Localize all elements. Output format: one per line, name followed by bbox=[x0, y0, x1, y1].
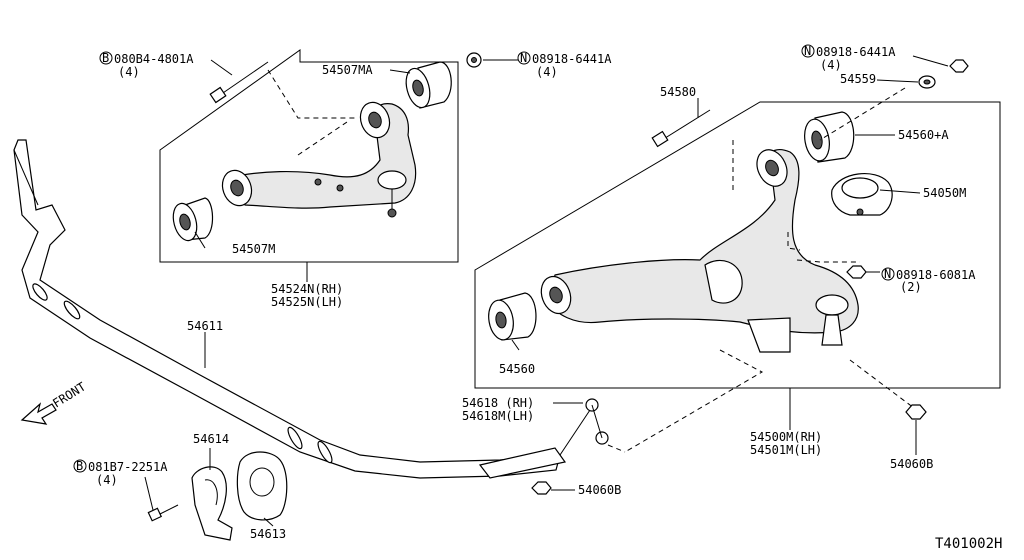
bolt-lower-icon bbox=[651, 109, 711, 148]
nut-upper-code: 08918-6441A bbox=[532, 52, 612, 66]
bushing-lower-front-label: 54560 bbox=[499, 362, 535, 376]
nut-lower-top-code: 08918-6441A bbox=[816, 45, 896, 59]
leader-lines bbox=[144, 55, 949, 527]
bolt-clamp-icon bbox=[147, 504, 179, 522]
stab-bushing-label: 54613 bbox=[250, 527, 286, 541]
stabilizer-link-icon bbox=[559, 398, 626, 456]
stab-bushing-icon bbox=[236, 451, 288, 521]
upper-arm-rh-label: 54524N(RH) bbox=[271, 282, 343, 296]
nut-upper-prefix: N bbox=[520, 51, 527, 65]
upper-arm-assembly bbox=[159, 49, 459, 263]
washer-icon bbox=[918, 75, 936, 89]
front-label: FRONT bbox=[50, 380, 88, 411]
nut-stopper-code: 08918-6081A bbox=[896, 268, 976, 282]
nut-stopper-prefix: N bbox=[884, 267, 891, 281]
bushing-lower-rear-label: 54560+A bbox=[898, 128, 949, 142]
nut-lower-top-icon bbox=[949, 59, 969, 73]
bushing-upper-front-label: 54507MA bbox=[322, 63, 373, 77]
link-rh-label: 54618 (RH) bbox=[462, 396, 534, 410]
lower-arm-rh-label: 54500M(RH) bbox=[750, 430, 822, 444]
nut-link-label: 54060B bbox=[578, 483, 621, 497]
stabilizer-label: 54611 bbox=[187, 319, 223, 333]
nut-upper-icon bbox=[466, 52, 482, 68]
bolt-clamp-prefix: B bbox=[76, 459, 83, 473]
nut-balljoint-label: 54060B bbox=[890, 457, 933, 471]
upper-arm-lh-label: 54525N(LH) bbox=[271, 295, 343, 309]
bushing-upper-rear-label: 54507M bbox=[232, 242, 275, 256]
nut-lower-top-prefix: N bbox=[804, 44, 811, 58]
bolt-upper-icon bbox=[209, 61, 269, 104]
nut-lower-top-qty: (4) bbox=[820, 58, 842, 72]
bolt-upper-code: 080B4-4801A bbox=[114, 52, 194, 66]
nut-balljoint-icon bbox=[905, 404, 927, 420]
nut-link-icon bbox=[531, 481, 552, 495]
bolt-upper-prefix: B bbox=[102, 51, 109, 65]
bolt-upper-qty: (4) bbox=[118, 65, 140, 79]
bolt-clamp-qty: (4) bbox=[96, 473, 118, 487]
nut-stopper-qty: (2) bbox=[900, 280, 922, 294]
washer-label: 54559 bbox=[840, 72, 876, 86]
bolt-lower-label: 54580 bbox=[660, 85, 696, 99]
clamp-icon bbox=[191, 466, 233, 541]
clamp-label: 54614 bbox=[193, 432, 229, 446]
link-lh-label: 54618M(LH) bbox=[462, 409, 534, 423]
lower-arm-lh-label: 54501M(LH) bbox=[750, 443, 822, 457]
diagram-code: T401002H bbox=[935, 536, 1002, 552]
labels: B 080B4-4801A (4) 54507MA N 08918-6441A … bbox=[73, 44, 1002, 552]
bolt-clamp-code: 081B7-2251A bbox=[88, 460, 168, 474]
lower-arm-assembly bbox=[474, 87, 1001, 389]
front-arrow-icon bbox=[20, 402, 57, 425]
nut-upper-qty: (4) bbox=[536, 65, 558, 79]
stopper-label: 54050M bbox=[923, 186, 966, 200]
